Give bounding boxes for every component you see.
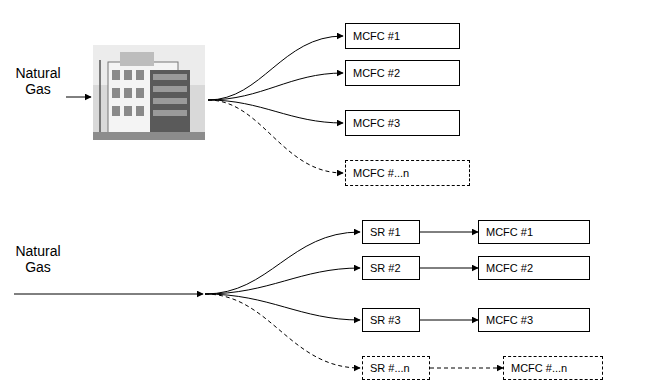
box-label: SR #3: [363, 314, 401, 326]
box-label: SR #...n: [363, 362, 410, 374]
process-box: SR #...n: [362, 356, 430, 380]
box-label: MCFC #1: [346, 30, 400, 42]
box-label: MCFC #3: [479, 314, 533, 326]
process-box: MCFC #...n: [345, 160, 470, 186]
box-label: MCFC #2: [479, 262, 533, 274]
input-label: Natural Gas: [12, 243, 64, 275]
process-box: MCFC #2: [345, 60, 460, 86]
box-label: MCFC #...n: [346, 167, 409, 179]
process-box: MCFC #3: [478, 308, 590, 332]
process-box: SR #1: [362, 220, 420, 244]
box-label: MCFC #1: [479, 226, 533, 238]
flow-arrow: [420, 268, 478, 269]
process-box: MCFC #1: [478, 220, 590, 244]
process-box: MCFC #3: [345, 110, 460, 136]
flow-arrow: [430, 368, 503, 369]
process-box: MCFC #2: [478, 256, 590, 280]
process-box: MCFC #...n: [503, 356, 603, 380]
box-label: MCFC #2: [346, 67, 400, 79]
feed-arrow: [66, 97, 91, 98]
building-photo: [93, 45, 205, 140]
process-box: SR #2: [362, 256, 420, 280]
feed-arrow: [14, 294, 203, 295]
box-label: SR #1: [363, 226, 401, 238]
box-label: MCFC #3: [346, 117, 400, 129]
input-label: Natural Gas: [12, 65, 64, 97]
flow-arrow: [420, 320, 478, 321]
process-box: MCFC #1: [345, 23, 460, 49]
box-label: MCFC #...n: [504, 362, 567, 374]
fan-out-lines: [208, 36, 343, 173]
box-label: SR #2: [363, 262, 401, 274]
process-box: SR #3: [362, 308, 420, 332]
flow-arrow: [420, 232, 478, 233]
fan-out-lines: [205, 232, 360, 368]
